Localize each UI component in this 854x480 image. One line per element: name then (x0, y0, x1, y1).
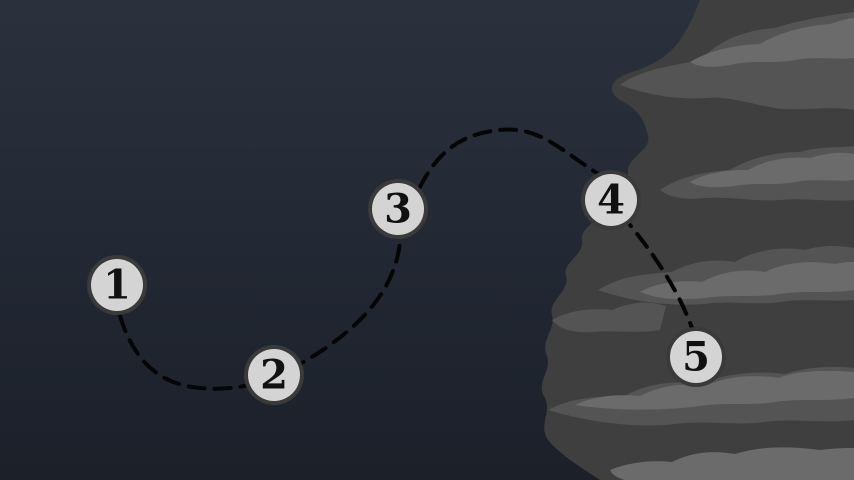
level-1-node[interactable]: 1 (87, 255, 147, 315)
level-2-node[interactable]: 2 (244, 345, 304, 405)
cloud-bank (541, 0, 854, 480)
level-4-node[interactable]: 4 (581, 170, 641, 230)
level-5-label: 5 (682, 334, 710, 381)
cloud-layer-front (575, 18, 854, 480)
cloud-layer-mid (548, 12, 854, 426)
level-4-label: 4 (597, 177, 625, 224)
level-3-label: 3 (384, 186, 412, 233)
level-1-label: 1 (103, 262, 131, 309)
level-path (118, 127, 694, 391)
level-3-node[interactable]: 3 (368, 179, 428, 239)
level-2-label: 2 (260, 352, 288, 399)
cloud-layer-back (541, 0, 854, 480)
level-5-node[interactable]: 5 (666, 327, 726, 387)
